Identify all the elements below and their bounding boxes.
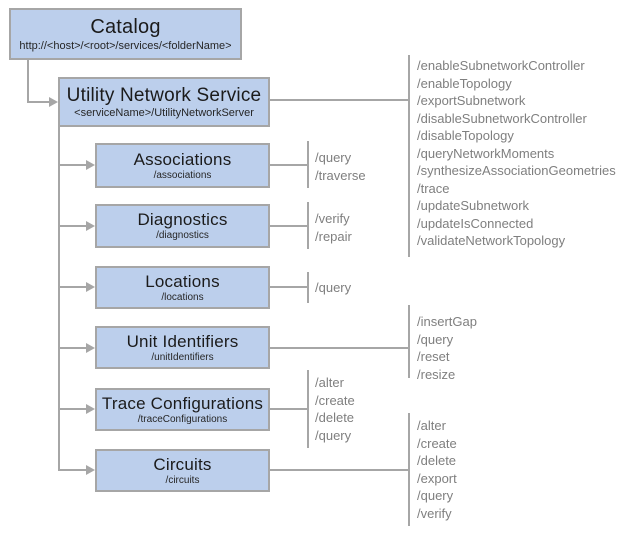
- operation-label: /insertGap: [417, 314, 477, 329]
- node-associations: Associations /associations: [95, 143, 270, 188]
- branch-unit-identifiers: [58, 347, 86, 349]
- connector-associations-ops: [270, 164, 307, 166]
- node-utility-network-service: Utility Network Service <serviceName>/Ut…: [58, 77, 270, 127]
- arrowhead-icon: [86, 160, 95, 170]
- node-catalog: Catalog http://<host>/<root>/services/<f…: [9, 8, 242, 60]
- operation-label: /updateIsConnected: [417, 215, 534, 231]
- connector-trunk: [58, 127, 60, 471]
- node-title: Diagnostics: [137, 210, 228, 230]
- operation-label: /query: [315, 150, 352, 165]
- operations-list-circuits: /alter/create/delete/export/query/verify: [417, 417, 457, 522]
- connector-trace-configurations-ops: [270, 408, 307, 410]
- bracket-uns-ops: [408, 55, 410, 257]
- branch-trace-configurations: [58, 408, 86, 410]
- node-subtitle: /associations: [153, 169, 212, 181]
- node-diagnostics: Diagnostics /diagnostics: [95, 204, 270, 248]
- connector-uns-ops: [270, 99, 408, 101]
- operation-label: /alter: [315, 375, 344, 390]
- operation-label: /query: [315, 427, 352, 443]
- node-subtitle: http://<host>/<root>/services/<folderNam…: [19, 39, 232, 52]
- connector-circuits-ops: [270, 469, 408, 471]
- operation-label: /exportSubnetwork: [417, 93, 526, 108]
- operation-label: /synthesizeAssociationGeometries: [417, 163, 616, 178]
- operations-list-unit-identifiers: /insertGap/query/reset/resize: [417, 313, 477, 383]
- operation-label: /verify: [417, 505, 452, 521]
- operation-label: /delete: [417, 453, 457, 468]
- operation-label: /export: [417, 470, 457, 486]
- operation-label: /trace: [417, 180, 450, 196]
- operations-list-utility-network-service: /enableSubnetworkController/enableTopolo…: [417, 57, 616, 250]
- node-circuits: Circuits /circuits: [95, 449, 270, 492]
- connector-catalog-right: [27, 101, 50, 103]
- node-title: Locations: [145, 271, 220, 291]
- operation-label: /create: [417, 435, 457, 451]
- operation-label: /reset: [417, 349, 450, 364]
- bracket-diagnostics-ops: [307, 202, 309, 249]
- operation-label: /queryNetworkMoments: [417, 145, 555, 161]
- node-subtitle: /traceConfigurations: [137, 413, 228, 425]
- node-subtitle: /diagnostics: [156, 230, 209, 242]
- node-title: Circuits: [153, 454, 212, 474]
- operations-list-locations: /query: [315, 279, 351, 297]
- operation-label: /disableSubnetworkController: [417, 110, 587, 126]
- operation-label: /disableTopology: [417, 128, 514, 143]
- node-title: Associations: [133, 149, 232, 169]
- branch-diagnostics: [58, 225, 86, 227]
- arrowhead-icon: [49, 97, 58, 107]
- node-title: Unit Identifiers: [126, 331, 239, 351]
- bracket-associations-ops: [307, 141, 309, 188]
- node-title: Trace Configurations: [101, 393, 264, 413]
- operation-label: /create: [315, 392, 355, 408]
- operation-label: /validateNetworkTopology: [417, 233, 566, 248]
- operation-label: /enableSubnetworkController: [417, 58, 585, 73]
- connector-locations-ops: [270, 286, 307, 288]
- operation-label: /resize: [417, 366, 456, 382]
- node-subtitle: /locations: [161, 291, 204, 303]
- connector-unit-identifiers-ops: [270, 347, 408, 349]
- operation-label: /query: [417, 331, 454, 347]
- branch-locations: [58, 286, 86, 288]
- node-subtitle: <serviceName>/UtilityNetworkServer: [74, 106, 254, 119]
- branch-associations: [58, 164, 86, 166]
- node-title: Utility Network Service: [66, 84, 262, 106]
- arrowhead-icon: [86, 343, 95, 353]
- arrowhead-icon: [86, 465, 95, 475]
- branch-circuits: [58, 469, 86, 471]
- connector-diagnostics-ops: [270, 225, 307, 227]
- operation-label: /traverse: [315, 167, 366, 183]
- arrowhead-icon: [86, 221, 95, 231]
- node-subtitle: /unitIdentifiers: [151, 351, 214, 363]
- operation-label: /delete: [315, 410, 355, 425]
- node-unit-identifiers: Unit Identifiers /unitIdentifiers: [95, 326, 270, 369]
- operation-label: /query: [417, 488, 454, 503]
- operation-label: /updateSubnetwork: [417, 198, 530, 213]
- node-trace-configurations: Trace Configurations /traceConfiguration…: [95, 388, 270, 431]
- arrowhead-icon: [86, 404, 95, 414]
- operation-label: /repair: [315, 228, 352, 244]
- operations-list-diagnostics: /verify/repair: [315, 210, 352, 245]
- operations-list-associations: /query/traverse: [315, 149, 366, 184]
- operation-label: /query: [315, 280, 352, 295]
- node-subtitle: /circuits: [165, 474, 200, 486]
- node-locations: Locations /locations: [95, 266, 270, 309]
- connector-catalog-down: [27, 60, 29, 103]
- bracket-trace-configurations-ops: [307, 370, 309, 448]
- operation-label: /verify: [315, 211, 350, 226]
- bracket-locations-ops: [307, 272, 309, 303]
- operation-label: /alter: [417, 418, 446, 433]
- bracket-unit-identifiers-ops: [408, 305, 410, 378]
- arrowhead-icon: [86, 282, 95, 292]
- node-title: Catalog: [90, 16, 161, 39]
- operations-list-trace-configurations: /alter/create/delete/query: [315, 374, 355, 444]
- operation-label: /enableTopology: [417, 75, 512, 91]
- bracket-circuits-ops: [408, 413, 410, 526]
